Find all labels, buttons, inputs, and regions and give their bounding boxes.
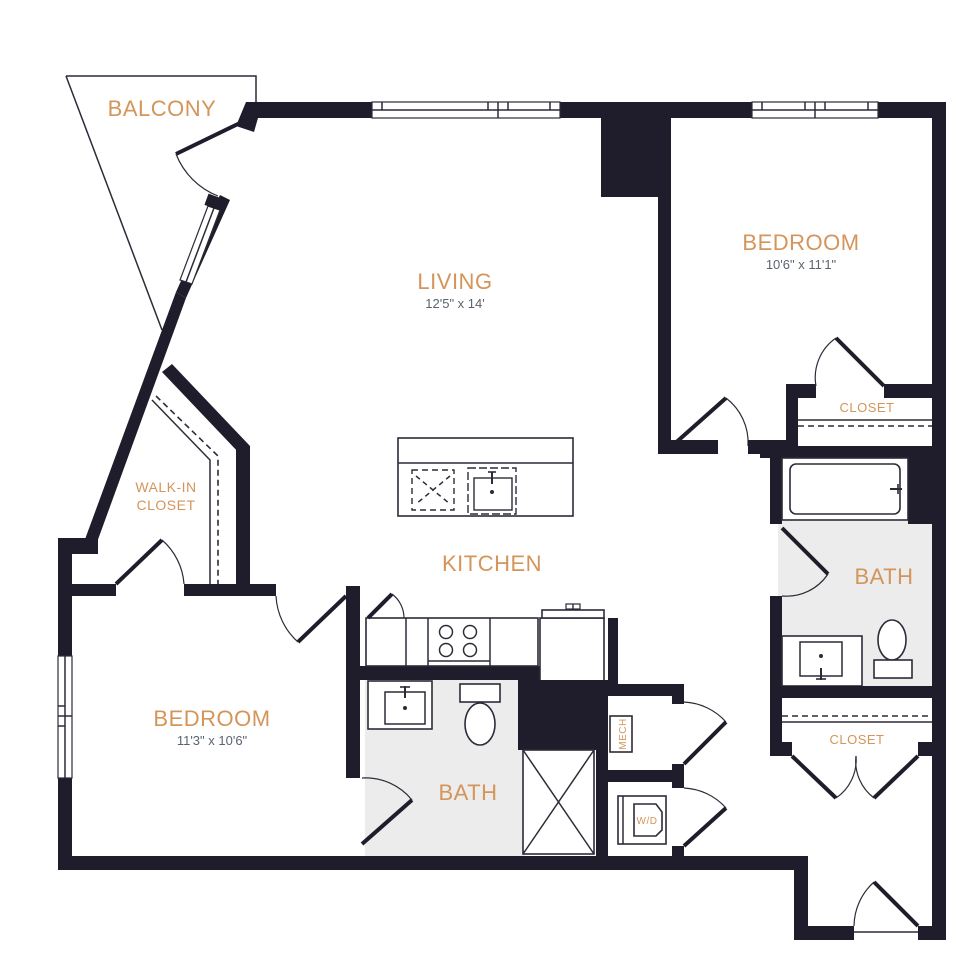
left-wall-lower bbox=[58, 778, 72, 870]
living-label: LIVING bbox=[417, 269, 492, 294]
bath-2 bbox=[360, 680, 608, 858]
door-icon bbox=[175, 120, 243, 197]
cooktop-icon bbox=[428, 624, 490, 662]
walk-in-bottom-wall-right bbox=[184, 584, 276, 596]
balcony-outline-diagonal bbox=[65, 75, 163, 331]
walk-in-bottom-wall-left bbox=[72, 584, 116, 596]
sink-icon bbox=[799, 641, 843, 680]
door-icon bbox=[275, 594, 348, 644]
bath-2-label: BATH bbox=[438, 780, 497, 805]
balcony-outline-top bbox=[66, 75, 257, 104]
utility-closets bbox=[604, 684, 728, 858]
kitchen-bath-wall bbox=[360, 666, 540, 680]
entry-bottom-wall-left bbox=[794, 926, 854, 940]
balcony-label: BALCONY bbox=[108, 96, 217, 121]
kitchen-label: KITCHEN bbox=[442, 551, 542, 576]
window-icon bbox=[751, 101, 879, 119]
living-dimensions: 12'5" x 14' bbox=[425, 296, 484, 311]
bedroom-1-dimensions: 10'6" x 11'1" bbox=[766, 257, 837, 272]
left-wall-upper bbox=[58, 538, 72, 656]
bedroom-1-label: BEDROOM bbox=[742, 230, 859, 255]
sink-icon bbox=[384, 686, 426, 725]
door-icon bbox=[682, 701, 728, 766]
door-icon bbox=[790, 754, 920, 800]
walk-in-diagonal-wall bbox=[162, 364, 250, 454]
toilet-icon bbox=[459, 683, 501, 746]
window-icon bbox=[371, 101, 561, 119]
sink-icon bbox=[467, 467, 517, 515]
toilet-icon bbox=[873, 619, 913, 679]
cooktop-icon bbox=[411, 469, 455, 511]
diagonal-wall-lower bbox=[84, 292, 186, 545]
kitchen-counter bbox=[360, 592, 618, 688]
door-icon bbox=[114, 538, 185, 586]
refrigerator-icon bbox=[539, 603, 605, 683]
closet-1-label: CLOSET bbox=[839, 400, 894, 415]
balcony bbox=[65, 75, 257, 331]
door-icon bbox=[814, 336, 886, 388]
mech-unit bbox=[609, 715, 633, 753]
kitchen-island bbox=[397, 437, 574, 517]
walk-in-closet-walls bbox=[72, 364, 276, 596]
washer-dryer-icon bbox=[617, 795, 667, 845]
washer-dryer-label: W/D bbox=[637, 816, 658, 827]
vanity bbox=[367, 680, 433, 730]
shower-icon bbox=[522, 749, 595, 855]
room-labels: BALCONY LIVING 12'5" x 14' BEDROOM 10'6"… bbox=[108, 96, 913, 827]
door-icon bbox=[360, 777, 414, 846]
walk-in-right-wall bbox=[236, 446, 250, 586]
entry-bottom-wall-right bbox=[918, 926, 946, 940]
door-icon bbox=[780, 526, 830, 597]
plumbing-chase bbox=[518, 680, 608, 750]
bedroom-2-dimensions: 11'3" x 10'6" bbox=[177, 733, 248, 748]
walk-in-closet-label-2: CLOSET bbox=[136, 497, 195, 513]
entry-left-wall bbox=[794, 856, 808, 940]
bath-1-label: BATH bbox=[854, 564, 913, 589]
bedroom-2-label: BEDROOM bbox=[153, 706, 270, 731]
bedroom-1-left-wall bbox=[658, 102, 671, 454]
window-icon bbox=[179, 193, 224, 285]
right-column bbox=[658, 336, 946, 933]
closet-2-label: CLOSET bbox=[829, 732, 884, 747]
walk-in-closet-label-1: WALK-IN bbox=[135, 479, 196, 495]
bathtub-icon bbox=[781, 457, 909, 521]
door-icon bbox=[682, 787, 728, 848]
door-icon bbox=[670, 396, 749, 448]
bedroom-2-right-wall bbox=[346, 586, 360, 778]
entry-door[interactable] bbox=[853, 880, 920, 933]
bedroom-2-walls bbox=[275, 586, 360, 778]
bottom-wall bbox=[58, 856, 808, 870]
windows bbox=[57, 101, 879, 779]
door-icon bbox=[366, 592, 405, 620]
mech-label: MECH bbox=[618, 718, 629, 749]
closet-rod bbox=[155, 395, 219, 584]
structural-column bbox=[601, 102, 669, 197]
window-icon bbox=[57, 655, 73, 779]
